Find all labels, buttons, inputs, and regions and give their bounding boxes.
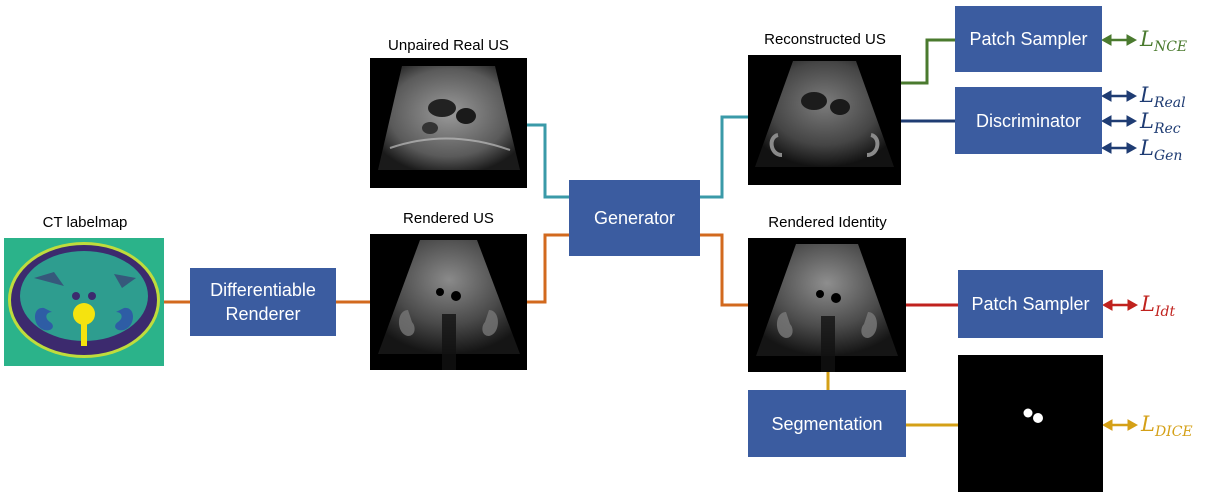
loss-idt-sub: Idt <box>1154 304 1176 320</box>
patch-sampler-top-block: Patch Sampler <box>955 6 1102 72</box>
loss-rec-sub: Rec <box>1153 121 1181 137</box>
arrow-dice <box>1101 419 1139 431</box>
segmentation-block: Segmentation <box>748 390 906 457</box>
caption-unpaired-real-us: Unpaired Real US <box>388 37 509 54</box>
segmentation-label: Segmentation <box>771 413 883 434</box>
caption-ct-labelmap: CT labelmap <box>42 214 128 231</box>
loss-idt-symbol: L <box>1141 292 1155 316</box>
loss-gen-symbol: L <box>1140 136 1154 160</box>
unpaired-real-us-image <box>370 58 527 188</box>
loss-gen: LGen <box>1140 136 1182 164</box>
wire-rendered-us-to-generator <box>527 233 569 304</box>
wire-generator-to-identity <box>700 233 748 307</box>
discriminator-block: Discriminator <box>955 87 1102 154</box>
differentiable-renderer-block: Differentiable Renderer <box>190 268 336 336</box>
generator-label: Generator <box>593 208 676 228</box>
arrow-rec <box>1100 115 1138 127</box>
loss-gen-sub: Gen <box>1153 148 1183 164</box>
caption-reconstructed-us: Reconstructed US <box>764 31 886 48</box>
loss-idt: LIdt <box>1141 292 1175 320</box>
rendered-identity-image <box>748 238 906 372</box>
caption-rendered-us: Rendered US <box>403 210 494 227</box>
arrow-real <box>1100 90 1138 102</box>
loss-rec: LRec <box>1140 109 1181 137</box>
patch-sampler-idt-label: Patch Sampler <box>971 294 1090 314</box>
wire-reconstructed-to-patch-sampler <box>901 38 955 85</box>
discriminator-label: Discriminator <box>975 110 1081 131</box>
loss-nce-sub: NCE <box>1153 39 1188 55</box>
loss-nce-symbol: L <box>1140 27 1154 51</box>
wire-generator-to-reconstructed <box>700 115 748 199</box>
ct-labelmap-image <box>4 238 164 366</box>
arrow-idt <box>1101 299 1139 311</box>
wire-real-us-to-generator <box>527 123 569 199</box>
patch-sampler-idt-block: Patch Sampler <box>958 270 1103 338</box>
segmentation-mask-image <box>958 355 1103 492</box>
rendered-us-image <box>370 234 527 370</box>
reconstructed-us-image <box>748 55 901 185</box>
loss-nce: LNCE <box>1140 27 1187 55</box>
patch-sampler-top-label: Patch Sampler <box>969 29 1088 49</box>
generator-block: Generator <box>569 180 700 256</box>
loss-rec-symbol: L <box>1140 109 1154 133</box>
arrow-gen <box>1100 142 1138 154</box>
renderer-label-line1: Differentiable <box>210 280 316 300</box>
loss-dice: LDICE <box>1141 412 1193 440</box>
loss-real-symbol: L <box>1140 83 1154 107</box>
loss-real: LReal <box>1140 83 1186 111</box>
loss-real-sub: Real <box>1153 95 1186 111</box>
arrow-nce <box>1100 34 1138 46</box>
renderer-label-line2: Renderer <box>225 304 301 324</box>
loss-dice-sub: DICE <box>1154 424 1193 440</box>
caption-rendered-identity: Rendered Identity <box>768 214 887 231</box>
loss-dice-symbol: L <box>1141 412 1155 436</box>
